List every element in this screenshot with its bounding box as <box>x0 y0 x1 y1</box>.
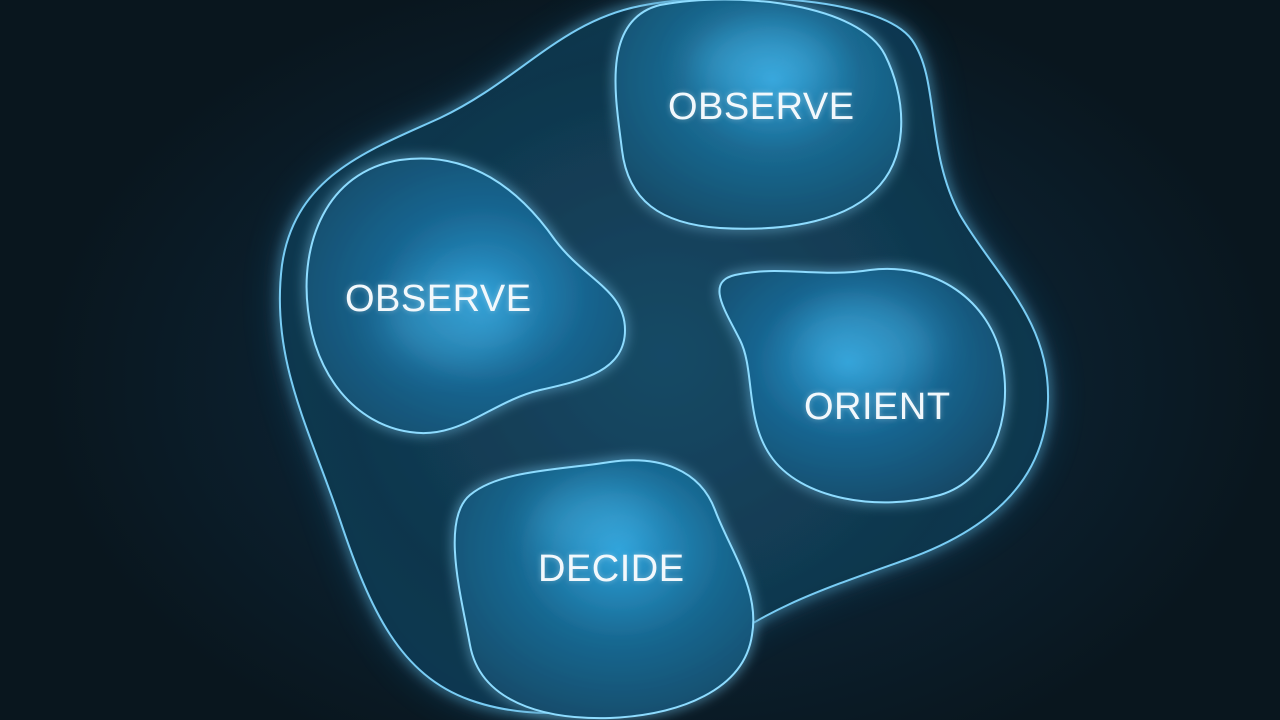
blob-decide <box>453 459 755 720</box>
label-orient: ORIENT <box>804 386 951 428</box>
highlight-bottom <box>530 485 650 555</box>
label-decide: DECIDE <box>538 548 685 590</box>
highlight-right <box>800 295 940 385</box>
highlight-left <box>380 275 520 365</box>
label-observe-left: OBSERVE <box>345 278 532 320</box>
label-observe-top: OBSERVE <box>668 86 855 128</box>
highlight-top <box>690 25 830 95</box>
